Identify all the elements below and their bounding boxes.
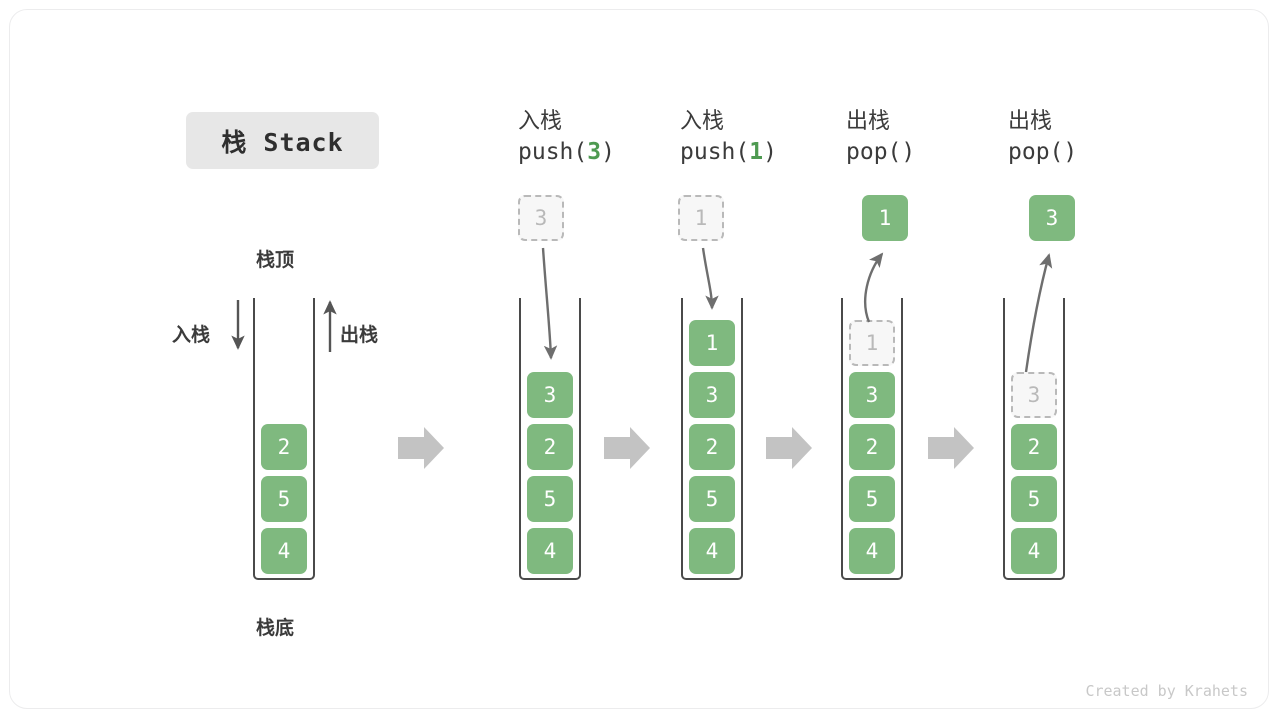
stack-cell: 4 xyxy=(689,528,735,574)
stack-container-reference xyxy=(253,298,315,580)
stack-cell: 2 xyxy=(527,424,573,470)
column-header-pop-3: 出栈 pop() xyxy=(1008,106,1178,168)
column-header-push-3: 入栈 push(3) xyxy=(518,106,688,168)
stack-cell: 5 xyxy=(261,476,307,522)
stack-bottom-label: 栈底 xyxy=(256,618,295,639)
column-header-pop-1: 出栈 pop() xyxy=(846,106,1016,168)
stack-container-1 xyxy=(519,298,581,580)
stack-container-2 xyxy=(681,298,743,580)
stack-cell: 2 xyxy=(1011,424,1057,470)
floating-cell-popped: 3 xyxy=(1029,195,1075,241)
floating-cell-ghost: 1 xyxy=(678,195,724,241)
stack-cell: 5 xyxy=(849,476,895,522)
stack-cell: 4 xyxy=(849,528,895,574)
stack-cell: 1 xyxy=(689,320,735,366)
credit-text: Created by Krahets xyxy=(1085,682,1248,700)
column-header-code: push(3) xyxy=(518,139,615,165)
push-direction-label: 入栈 xyxy=(172,325,211,346)
column-header-cn: 出栈 xyxy=(1008,108,1053,133)
stack-cell-ghost: 1 xyxy=(849,320,895,366)
stack-cell: 5 xyxy=(1011,476,1057,522)
stack-top-label: 栈顶 xyxy=(256,250,295,271)
floating-cell-ghost: 3 xyxy=(518,195,564,241)
stack-cell: 2 xyxy=(849,424,895,470)
stack-cell: 3 xyxy=(849,372,895,418)
stack-cell: 2 xyxy=(689,424,735,470)
stack-container-4 xyxy=(1003,298,1065,580)
stack-cell-ghost: 3 xyxy=(1011,372,1057,418)
stack-cell: 2 xyxy=(261,424,307,470)
column-header-code: pop() xyxy=(1008,139,1078,165)
column-header-code: pop() xyxy=(846,139,916,165)
stack-cell: 3 xyxy=(527,372,573,418)
column-header-code: push(1) xyxy=(680,139,777,165)
column-header-push-1: 入栈 push(1) xyxy=(680,106,850,168)
pop-direction-label: 出栈 xyxy=(340,325,379,346)
stack-cell: 4 xyxy=(261,528,307,574)
column-header-cn: 入栈 xyxy=(518,108,563,133)
stack-cell: 5 xyxy=(527,476,573,522)
column-header-cn: 出栈 xyxy=(846,108,891,133)
column-header-cn: 入栈 xyxy=(680,108,725,133)
stack-cell: 5 xyxy=(689,476,735,522)
stack-cell: 4 xyxy=(527,528,573,574)
stack-container-3 xyxy=(841,298,903,580)
floating-cell-popped: 1 xyxy=(862,195,908,241)
page-title: 栈 Stack xyxy=(186,112,379,169)
stack-cell: 3 xyxy=(689,372,735,418)
stack-cell: 4 xyxy=(1011,528,1057,574)
